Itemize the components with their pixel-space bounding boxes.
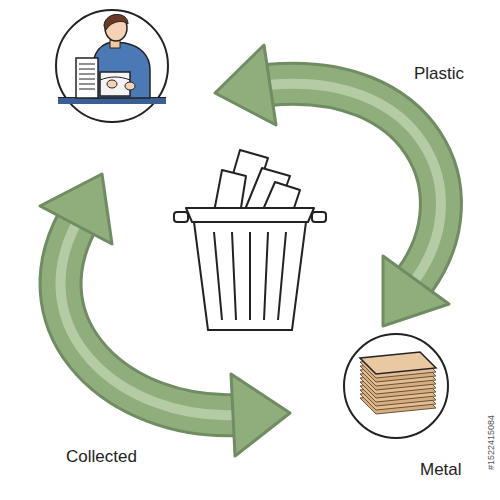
cycle-arrow — [215, 45, 449, 326]
worker-icon — [56, 10, 168, 122]
material-stack-icon — [344, 334, 448, 438]
arrow-label: Metal — [420, 460, 462, 480]
watermark-id: #1522415084 — [486, 415, 496, 470]
recycling-bin — [174, 150, 326, 330]
arrow-label: Collected — [66, 447, 137, 467]
arrow-label: Plastic — [414, 64, 464, 84]
